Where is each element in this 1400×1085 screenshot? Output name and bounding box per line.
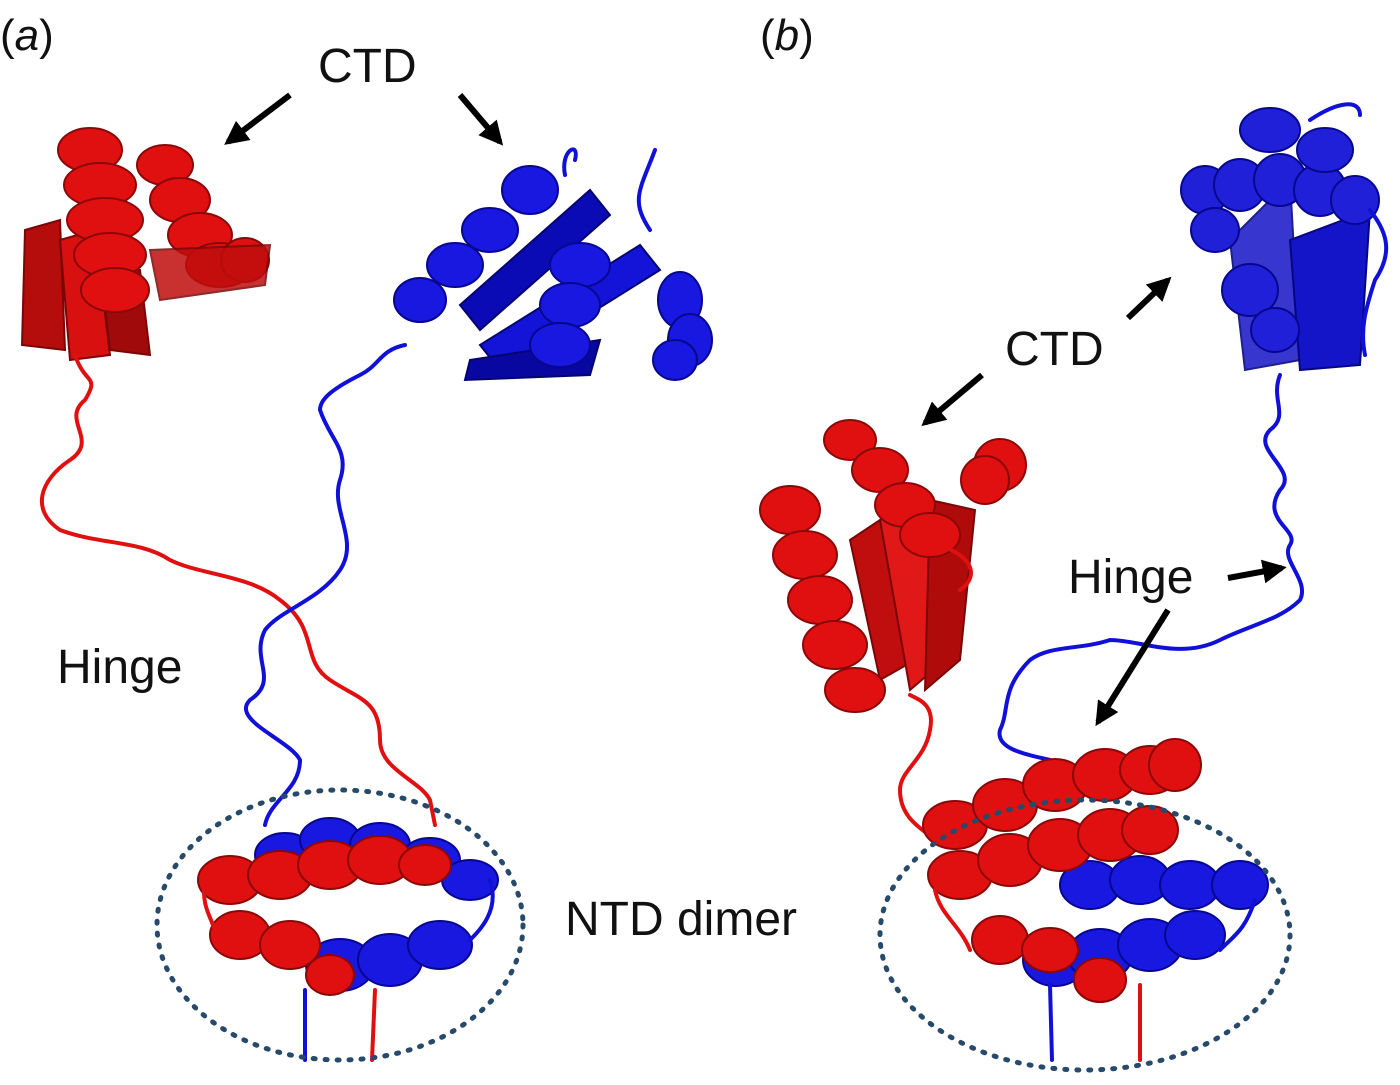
ctd-arrow-right-a: [457, 93, 504, 146]
hinge-label-b: Hinge: [1068, 551, 1193, 604]
red-ctd-domain-a: [20, 127, 272, 362]
ntd-dimer-a: [197, 817, 499, 1062]
ctd-arrow-down-b: [921, 372, 984, 427]
ctd-arrow-up-b: [1125, 276, 1172, 321]
ctd-label-b: CTD: [1005, 323, 1104, 376]
ntd-dimer-ellipse-a: [154, 787, 526, 1063]
ctd-label-a: CTD: [318, 40, 417, 93]
ntd-dimer-label: NTD dimer: [565, 893, 797, 946]
ntd-dimer-ellipse-b: [877, 797, 1293, 1073]
blue-ctd-domain-a: [393, 147, 713, 382]
panel-b: (b): [759, 11, 1389, 1073]
ctd-arrow-left-a: [224, 92, 292, 145]
panel-a: (a) CTD: [0, 11, 797, 1063]
blue-hinge-coil-b: [997, 373, 1304, 762]
blue-ctd-domain-b: [1180, 102, 1389, 372]
hinge-label-a: Hinge: [57, 641, 182, 694]
panel-b-label: (b): [760, 11, 814, 60]
red-hinge-coil-a: [40, 353, 437, 827]
red-ctd-domain-b: [759, 419, 1027, 842]
panel-a-label: (a): [0, 11, 54, 60]
blue-hinge-coil-a: [244, 343, 407, 827]
hinge-arrow-down-b: [1095, 608, 1171, 727]
ntd-dimer-b: [922, 738, 1269, 1062]
hinge-arrow-right-b: [1227, 559, 1287, 584]
